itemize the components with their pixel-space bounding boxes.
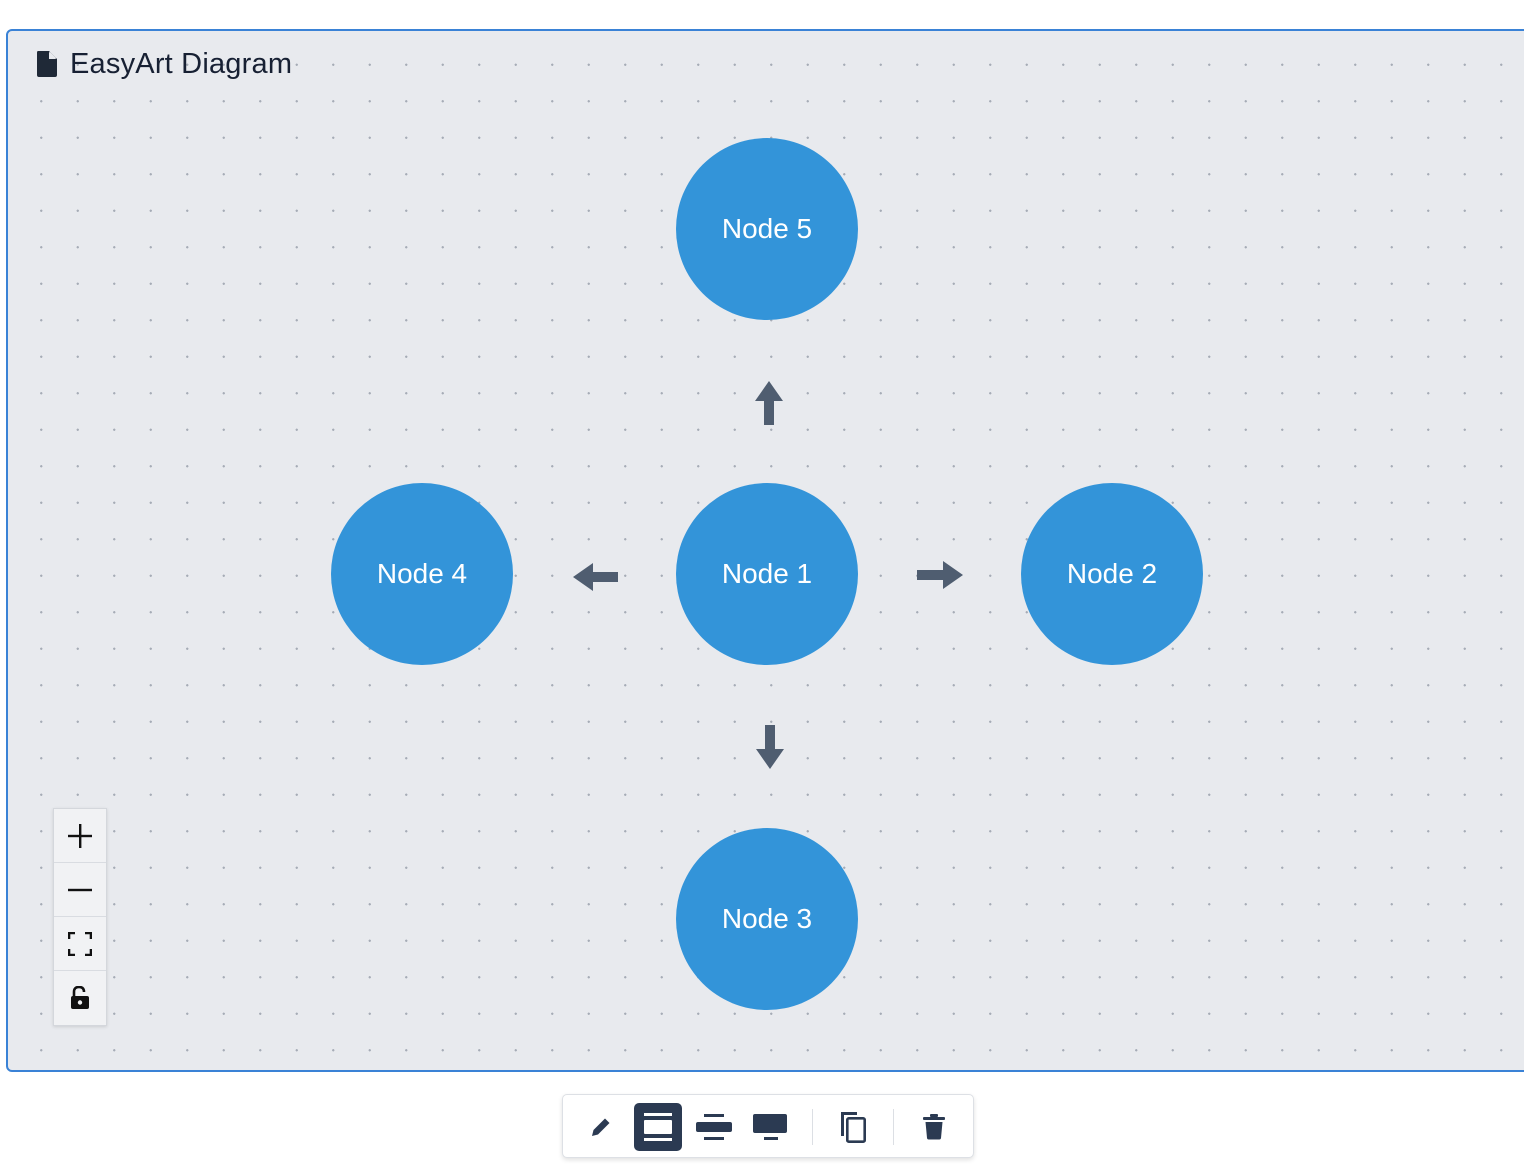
diagram-panel[interactable]: EasyArt Diagram Node 5 Node 4 Node 1 Nod… (6, 29, 1524, 1072)
zoom-in-icon (68, 823, 92, 848)
file-icon (37, 51, 57, 77)
pencil-icon (592, 1118, 610, 1136)
lock-toggle-button[interactable] (54, 971, 106, 1025)
zoom-in-button[interactable] (54, 809, 106, 863)
align-full-width-button[interactable] (634, 1103, 682, 1151)
zoom-out-icon (68, 888, 92, 891)
toolbar-separator (893, 1109, 894, 1145)
delete-button[interactable] (910, 1103, 958, 1151)
edge-arrow-node-1-node-4 (573, 563, 618, 591)
fit-view-icon (68, 931, 92, 956)
node-4[interactable]: Node 4 (331, 483, 513, 665)
unlock-icon (71, 986, 89, 1009)
panel-title: EasyArt Diagram (70, 47, 293, 80)
align-center-icon (696, 1114, 732, 1140)
align-wide-button[interactable] (746, 1103, 794, 1151)
node-2[interactable]: Node 2 (1021, 483, 1203, 665)
align-full-width-icon (644, 1113, 672, 1141)
node-label: Node 5 (721, 213, 813, 244)
copy-icon (841, 1112, 866, 1143)
toolbar-separator (812, 1109, 813, 1145)
node-label: Node 1 (721, 558, 813, 589)
node-3[interactable]: Node 3 (676, 828, 858, 1010)
edge-arrow-node-1-node-5 (755, 381, 783, 425)
copy-button[interactable] (829, 1103, 877, 1151)
panel-header: EasyArt Diagram (36, 47, 292, 81)
view-controls (53, 808, 107, 1026)
trash-icon (923, 1114, 945, 1140)
node-1[interactable]: Node 1 (676, 483, 858, 665)
edit-button[interactable] (577, 1103, 625, 1151)
align-wide-icon (753, 1114, 787, 1140)
block-toolbar (562, 1094, 974, 1158)
node-5[interactable]: Node 5 (676, 138, 858, 320)
node-label: Node 3 (721, 903, 813, 934)
node-label: Node 4 (376, 558, 468, 589)
align-center-button[interactable] (690, 1103, 738, 1151)
node-label: Node 2 (1066, 558, 1158, 589)
zoom-out-button[interactable] (54, 863, 106, 917)
edge-arrow-node-1-node-2 (917, 561, 963, 589)
fit-view-button[interactable] (54, 917, 106, 971)
edge-arrow-node-1-node-3 (756, 725, 784, 769)
